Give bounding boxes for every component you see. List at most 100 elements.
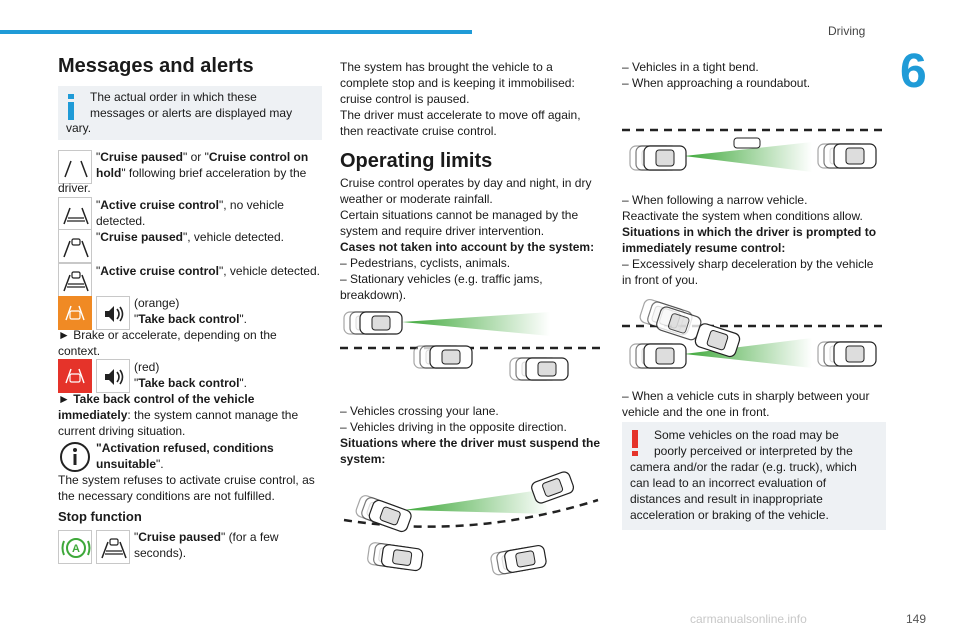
text: ► Brake or accelerate, depending on the xyxy=(58,328,277,342)
lane-lines-icon xyxy=(58,150,92,184)
text: The driver must accelerate to move off a… xyxy=(340,108,581,122)
text: Reactivate the system when conditions al… xyxy=(622,209,863,223)
operating-limits-title: Operating limits xyxy=(340,150,493,172)
adaptive-cruise-a-icon: A xyxy=(58,530,92,564)
text: Situations in which the driver is prompt… xyxy=(622,225,877,239)
text: then reactivate cruise control. xyxy=(340,124,497,138)
text: ", vehicle detected. xyxy=(182,230,284,244)
take-back-control-orange-icon xyxy=(58,296,92,330)
text: – When approaching a roundabout. xyxy=(622,76,811,90)
take-back-control-red-icon xyxy=(58,359,92,393)
audible-alert-icon xyxy=(96,359,130,393)
messages-title: Messages and alerts xyxy=(58,55,254,77)
message-label: Cruise control on xyxy=(208,150,309,164)
header-accent-bar xyxy=(0,30,472,34)
text: in front of you. xyxy=(622,273,699,287)
text: – Vehicles crossing your lane. xyxy=(340,404,499,418)
text: – Excessively sharp deceleration by the … xyxy=(622,257,874,271)
quote: " xyxy=(96,264,101,278)
chapter-number: 6 xyxy=(900,45,927,98)
text: immediately resume control: xyxy=(622,241,786,255)
stop-function-title: Stop function xyxy=(58,509,142,524)
quote: " xyxy=(134,530,139,544)
text: system: xyxy=(340,452,386,466)
text: cruise control is paused. xyxy=(340,92,470,106)
message-label: Cruise paused xyxy=(100,230,183,244)
info-circle-icon xyxy=(58,440,92,479)
text: Situations where the driver must suspend… xyxy=(340,436,601,450)
text: – Vehicles in a tight bend. xyxy=(622,60,759,74)
text: ► Take back control of the vehicle xyxy=(58,392,255,406)
text: current driving situation. xyxy=(58,424,186,438)
text: ", no vehicle xyxy=(218,198,284,212)
text: – Pedestrians, cyclists, animals. xyxy=(340,256,511,270)
text: " (for a few xyxy=(220,530,279,544)
message-label: Active cruise control xyxy=(100,264,219,278)
warning-line: Some vehicles on the road may be xyxy=(654,428,839,442)
audible-alert-icon xyxy=(96,296,130,330)
svg-text:A: A xyxy=(72,543,80,555)
text: " following brief acceleration by the xyxy=(121,166,307,180)
tight-bend-illustration xyxy=(343,470,599,577)
message-label: unsuitable xyxy=(96,457,157,471)
text: – Vehicles driving in the opposite direc… xyxy=(340,420,567,434)
message-label: hold xyxy=(96,166,122,180)
lane-vehicle-active-icon xyxy=(58,263,92,297)
text: – When a vehicle cuts in sharply between… xyxy=(622,389,870,403)
message-label: immediately xyxy=(58,408,128,422)
text: weather or moderate rainfall. xyxy=(340,192,493,206)
text: context. xyxy=(58,344,101,358)
warning-line: camera and/or the radar (e.g. truck), wh… xyxy=(630,460,857,474)
text: driver. xyxy=(58,181,91,195)
message-label: Active cruise control xyxy=(100,198,219,212)
warning-line: acceleration or braking of the vehicle. xyxy=(630,508,829,522)
section-title: Driving xyxy=(828,24,866,38)
text: seconds). xyxy=(134,546,187,560)
info-line: messages or alerts are displayed may xyxy=(90,105,293,120)
text: Certain situations cannot be managed by … xyxy=(340,208,579,222)
warning-note: Some vehicles on the road may be poorly … xyxy=(622,422,886,530)
text: ", vehicle detected. xyxy=(218,264,320,278)
narrow-vehicle-illustration xyxy=(622,128,886,172)
warning-exclamation-icon xyxy=(630,430,640,458)
quote: " xyxy=(96,441,102,455)
warning-line: poorly perceived or interpreted by the xyxy=(654,444,853,458)
lane-vehicle-paused-icon xyxy=(58,229,92,263)
stationary-vehicles-illustration xyxy=(340,311,602,381)
message-label: Take back control xyxy=(138,312,240,326)
watermark: carmanualsonline.info xyxy=(690,612,807,626)
lane-vehicle-paused-icon xyxy=(96,530,130,564)
quote: " xyxy=(134,376,139,390)
text: (red) xyxy=(134,360,160,374)
text: The system has brought the vehicle to a xyxy=(340,60,553,74)
text: Cases not taken into account by the syst… xyxy=(340,240,595,254)
cut-in-illustration xyxy=(622,297,886,369)
warning-line: can lead to an incorrect evaluation of xyxy=(630,476,827,490)
info-line: vary. xyxy=(66,121,92,135)
text: Cruise control operates by day and night… xyxy=(340,176,592,190)
warning-line: distances and result in inappropriate xyxy=(630,492,823,506)
text: detected. xyxy=(96,214,146,228)
text: vehicle and the one in front. xyxy=(622,405,770,419)
quote: " xyxy=(96,150,101,164)
message-label: Cruise paused xyxy=(138,530,221,544)
text: : the system cannot manage the xyxy=(127,408,299,422)
quote: " xyxy=(96,230,101,244)
text: – Stationary vehicles (e.g. traffic jams… xyxy=(340,272,543,286)
text: The system refuses to activate cruise co… xyxy=(58,473,315,487)
text: breakdown). xyxy=(340,288,407,302)
info-icon xyxy=(66,94,76,120)
text: " or " xyxy=(182,150,209,164)
text: the necessary conditions are not fulfill… xyxy=(58,489,275,503)
text: – When following a narrow vehicle. xyxy=(622,193,808,207)
lane-no-vehicle-icon xyxy=(58,197,92,231)
info-line: The actual order in which these xyxy=(90,90,257,104)
info-note: The actual order in which these messages… xyxy=(58,86,322,140)
quote: " xyxy=(96,198,101,212)
message-label: Activation refused, conditions xyxy=(101,441,274,455)
page-number: 149 xyxy=(906,612,927,626)
text: (orange) xyxy=(134,296,180,310)
text: system and require driver intervention. xyxy=(340,224,545,238)
quote: " xyxy=(134,312,139,326)
text: complete stop and is keeping it immobili… xyxy=(340,76,575,90)
